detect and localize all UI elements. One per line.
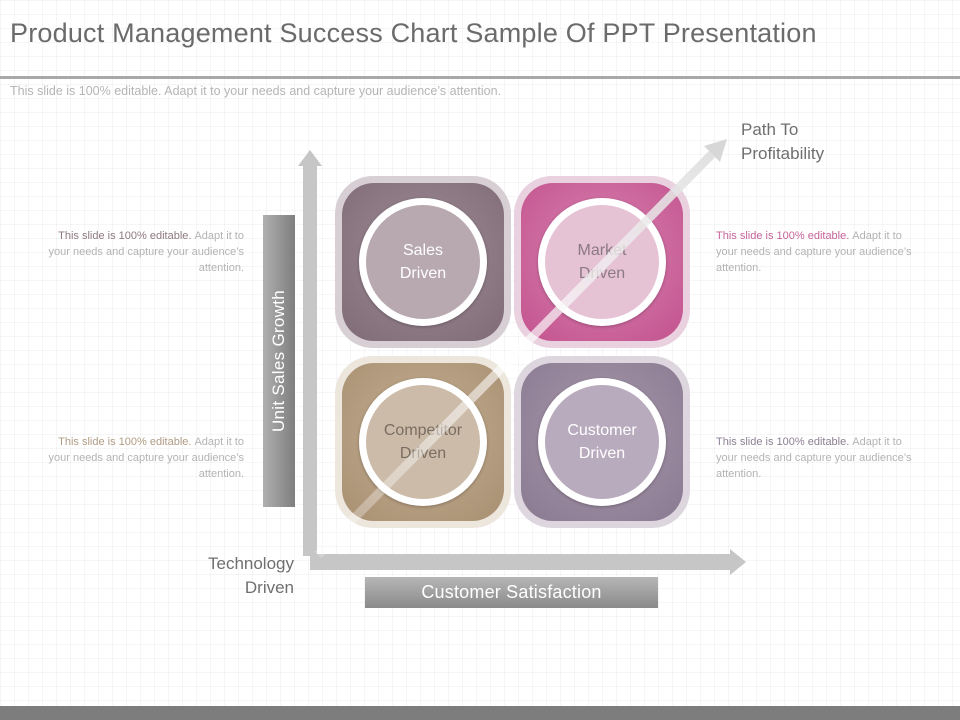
side-text-lead: This slide is 100% editable. <box>716 436 850 448</box>
side-text-lead: This slide is 100% editable. <box>716 230 850 242</box>
side-text-top-right: This slide is 100% editable.Adapt it to … <box>716 228 916 276</box>
side-text-bottom-left: This slide is 100% editable.Adapt it to … <box>44 434 245 482</box>
side-text-body: Adapt it to your needs and capture your … <box>716 436 912 480</box>
side-text-lead: This slide is 100% editable. <box>58 230 192 242</box>
slide-title: Product Management Success Chart Sample … <box>10 18 817 48</box>
side-text-body: Adapt it to your needs and capture your … <box>48 436 245 480</box>
side-text-lead: This slide is 100% editable. <box>58 436 192 448</box>
x-axis-label: Customer Satisfaction <box>365 577 658 608</box>
side-text-body: Adapt it to your needs and capture your … <box>48 230 245 274</box>
path-to-profitability-arrow <box>314 150 716 559</box>
slide-subtitle: This slide is 100% editable. Adapt it to… <box>10 84 502 98</box>
y-axis-label-box <box>263 215 295 507</box>
x-axis-arrow <box>310 549 746 575</box>
footer-bar <box>0 706 960 720</box>
side-text-bottom-right: This slide is 100% editable.Adapt it to … <box>716 434 916 482</box>
side-text-body: Adapt it to your needs and capture your … <box>716 230 912 274</box>
title-divider <box>0 76 960 79</box>
y-axis-arrow <box>298 150 322 556</box>
side-text-top-left: This slide is 100% editable.Adapt it to … <box>44 228 245 276</box>
path-arrow-head <box>704 139 727 162</box>
